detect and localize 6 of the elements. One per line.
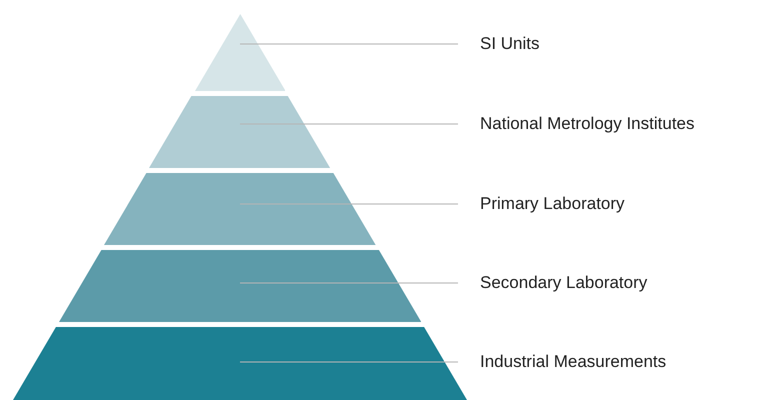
layer-label: Primary Laboratory — [480, 195, 625, 212]
layer-label: Industrial Measurements — [480, 353, 666, 370]
leader-line — [240, 282, 458, 284]
layer-label: National Metrology Institutes — [480, 115, 694, 132]
layer-label: SI Units — [480, 35, 540, 52]
layer-label: Secondary Laboratory — [480, 274, 648, 291]
